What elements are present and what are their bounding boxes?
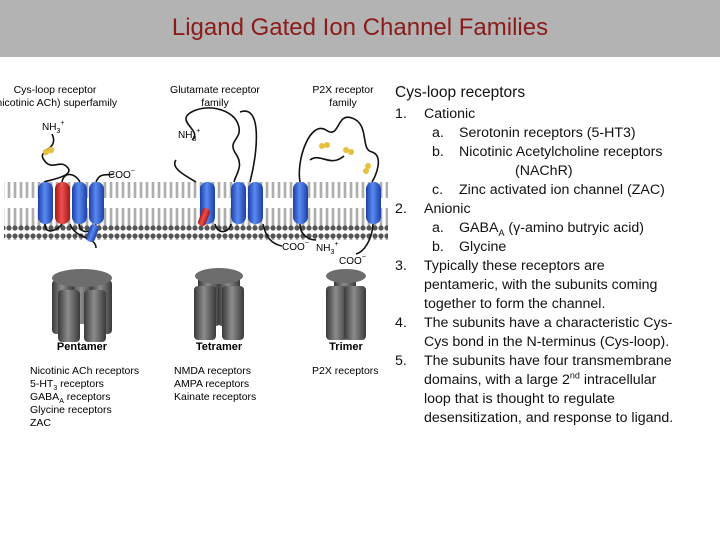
list-item: 1.Cationic: [395, 106, 476, 122]
list-item-continued: loop that is thought to regulate: [424, 391, 615, 407]
list-subitem: a.Serotonin receptors (5-HT3): [432, 125, 636, 141]
tm-helix: [248, 182, 263, 224]
cysloop-text-panel: Cys-loop receptors 1.Cationic a.Serotoni…: [395, 83, 713, 428]
disulfide-bond-marker: [42, 148, 50, 156]
list-item: 5.The subunits have four transmembrane: [395, 353, 672, 369]
svg-text:5-HT3 receptors: 5-HT3 receptors: [30, 378, 104, 392]
svg-text:P2X receptor: P2X receptor: [312, 84, 374, 96]
list-subitem: b.Nicotinic Acetylcholine receptors: [432, 144, 663, 160]
tetramer-assembly: [194, 268, 244, 340]
svg-text:P2X receptors: P2X receptors: [312, 365, 379, 377]
tm-helix: [72, 182, 87, 224]
tm-helix: [55, 182, 70, 224]
coo-label: COO−: [339, 254, 366, 267]
disulfide-bond-marker: [319, 143, 325, 149]
svg-text:Nicotinic ACh receptors: Nicotinic ACh receptors: [30, 365, 139, 377]
p2x-structure: NH3+ COO−: [293, 116, 381, 267]
svg-text:NMDA receptors: NMDA receptors: [174, 365, 251, 377]
tm-helix: [231, 182, 246, 224]
family-header-glutamate: Glutamate receptor family: [170, 84, 260, 109]
svg-text:family: family: [201, 97, 229, 109]
svg-text:Cys-loop receptor: Cys-loop receptor: [14, 84, 97, 96]
list-subitem: b.Glycine: [432, 239, 507, 255]
cysloop-members: Nicotinic ACh receptors 5-HT3 receptors …: [30, 365, 139, 429]
tm-helix: [89, 182, 104, 224]
svg-text:Glutamate receptor: Glutamate receptor: [170, 84, 260, 96]
list-subitem-continued: (NAChR): [515, 163, 573, 179]
nh3-label: NH3+: [178, 128, 200, 143]
intracellular-helix: [86, 224, 99, 243]
p2x-members: P2X receptors: [312, 365, 379, 377]
pentamer-assembly: [52, 269, 112, 342]
tm-helix: [366, 182, 381, 224]
list-subitem: a.GABAA (γ-amino butryic acid): [432, 220, 645, 238]
list-item-continued: desensitization, and response to ligand.: [424, 410, 674, 426]
list-item-continued: pentameric, with the subunits coming: [424, 277, 658, 293]
ion-channel-figure: Cys-loop receptor (nicotinic ACh) superf…: [0, 84, 388, 429]
list-item-continued: domains, with a large 2nd intracellular: [424, 370, 657, 388]
arrangement-trimer: Trimer: [329, 341, 363, 353]
tm-helix: [38, 182, 53, 224]
svg-text:ZAC: ZAC: [30, 417, 51, 429]
arrangement-pentamer: Pentamer: [57, 341, 108, 353]
arrangement-tetramer: Tetramer: [196, 341, 243, 353]
title-bar: [0, 0, 720, 57]
svg-text:family: family: [329, 97, 357, 109]
list-item: 4.The subunits have a characteristic Cys…: [395, 315, 673, 331]
family-header-cysloop: Cys-loop receptor (nicotinic ACh) superf…: [0, 84, 118, 109]
list-item: 3.Typically these receptors are: [395, 258, 605, 274]
trimer-assembly: [326, 269, 366, 340]
panel-heading: Cys-loop receptors: [395, 84, 526, 101]
tm-helix: [293, 182, 308, 224]
nh3-label: NH3+: [316, 241, 338, 256]
glutamate-members: NMDA receptors AMPA receptors Kainate re…: [174, 365, 256, 403]
coo-label: COO−: [282, 240, 309, 253]
list-item: 2.Anionic: [395, 201, 471, 217]
cysloop-structure: NH3+ COO−: [38, 120, 135, 249]
list-item-continued: together to form the channel.: [424, 296, 606, 312]
nh3-label: NH3+: [42, 120, 64, 135]
glutamate-structure: NH3+ COO−: [173, 107, 309, 253]
slide-title: Ligand Gated Ion Channel Families: [171, 14, 549, 41]
svg-text:Glycine receptors: Glycine receptors: [30, 404, 112, 416]
pore-loop: [198, 208, 210, 226]
svg-text:(nicotinic ACh) superfamily: (nicotinic ACh) superfamily: [0, 97, 118, 109]
svg-text:AMPA receptors: AMPA receptors: [174, 378, 249, 390]
list-subitem: c.Zinc activated ion channel (ZAC): [432, 182, 665, 198]
family-header-p2x: P2X receptor family: [312, 84, 374, 109]
list-item-continued: Cys bond in the N-terminus (Cys-loop).: [424, 334, 670, 350]
coo-label: COO−: [108, 168, 135, 181]
svg-text:Kainate receptors: Kainate receptors: [174, 391, 256, 403]
svg-text:GABAA receptors: GABAA receptors: [30, 391, 111, 405]
